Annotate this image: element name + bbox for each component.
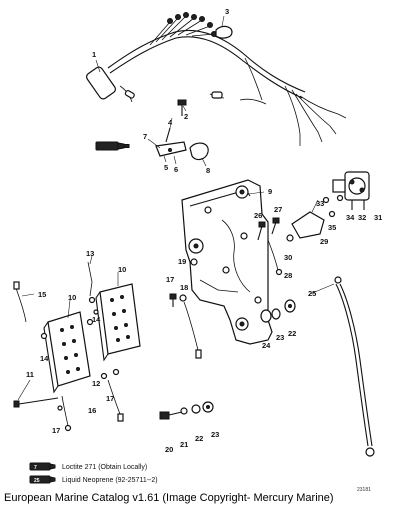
callout-number: 30	[284, 253, 292, 262]
callout-number: 22	[288, 329, 296, 338]
callout-number: 7	[143, 132, 147, 141]
callout-number: 6	[174, 165, 178, 174]
callout-number: 10	[68, 293, 76, 302]
callout-number: 23	[211, 430, 219, 439]
clip	[215, 25, 233, 39]
callout-number: 4	[168, 118, 173, 127]
long-bolt	[13, 397, 59, 408]
figure-code: 23181	[357, 487, 371, 493]
callout-number: 2	[184, 112, 188, 121]
clamp-assembly	[155, 127, 187, 157]
small-bracket	[291, 211, 325, 239]
lower-leads	[57, 368, 124, 432]
callout-number: 31	[374, 213, 382, 222]
switch-box-left	[43, 311, 91, 394]
ground-wire	[267, 239, 279, 271]
bracket-screws	[257, 217, 280, 241]
callout-number: 22	[195, 434, 203, 443]
callout-number: 14	[40, 354, 49, 363]
solenoid-hardware	[322, 194, 365, 218]
callout-number: 24	[262, 341, 271, 350]
callout-number: 32	[358, 213, 366, 222]
callout-number: 23	[276, 333, 284, 342]
callout-number: 8	[206, 166, 210, 175]
callout-number: 14	[92, 315, 101, 324]
callout-number: 1	[92, 50, 96, 59]
module-hardware	[40, 261, 99, 340]
legend-tube-label: 7	[34, 465, 37, 471]
callout-number: 25	[308, 289, 316, 298]
solenoid	[332, 171, 370, 201]
callout-number: 35	[328, 223, 336, 232]
legend-text: Liquid Neoprene (92-25711--2)	[62, 477, 158, 484]
switch-box-right	[95, 283, 141, 362]
legend-item-loctite: 7 Loctite 271 (Obtain Locally)	[29, 462, 147, 471]
lower-bolt-stack	[159, 401, 214, 420]
callout-number: 28	[284, 271, 292, 280]
screw	[177, 99, 187, 116]
loctite-tube	[95, 141, 130, 151]
legend-text: Loctite 271 (Obtain Locally)	[62, 464, 147, 471]
lead-15	[13, 281, 27, 323]
callout-number: 18	[180, 283, 188, 292]
callout-number: 17	[106, 394, 114, 403]
callout-number: 33	[316, 199, 324, 208]
exploded-parts-diagram: 1 2 3 4 5 6 7 8 9 10 10 11 12 13 14 14 1…	[13, 7, 382, 484]
callout-number: 17	[52, 426, 60, 435]
bushing-washers	[260, 299, 296, 323]
battery-cable	[334, 276, 375, 457]
callout-number: 20	[165, 445, 173, 454]
callout-number: 29	[320, 237, 328, 246]
callout-number: 19	[178, 257, 186, 266]
callout-number: 21	[180, 440, 188, 449]
callout-number: 10	[118, 265, 126, 274]
image-caption: European Marine Catalog v1.61 (Image Cop…	[4, 492, 334, 504]
wiring-harness	[85, 12, 347, 146]
legend-item-neoprene: 25 Liquid Neoprene (92-25711--2)	[29, 475, 158, 484]
legend: 7 Loctite 271 (Obtain Locally) 25 Liquid…	[29, 462, 158, 484]
callout-number: 27	[274, 205, 282, 214]
leader-lines	[17, 15, 335, 401]
screw-17-upper	[169, 293, 177, 307]
callout-number: 17	[166, 275, 174, 284]
nut	[190, 258, 198, 266]
callout-number: 12	[92, 379, 100, 388]
legend-tube-label: 25	[34, 478, 40, 484]
callout-number: 3	[225, 7, 229, 16]
callout-number: 9	[268, 187, 272, 196]
callout-numbers: 1 2 3 4 5 6 7 8 9 10 10 11 12 13 14 14 1…	[26, 7, 382, 454]
callout-number: 34	[346, 213, 355, 222]
callout-number: 5	[164, 163, 168, 172]
cable-clip	[189, 142, 209, 161]
callout-number: 16	[88, 406, 96, 415]
callout-number: 13	[86, 249, 94, 258]
wire-lead	[179, 294, 202, 359]
callout-number: 26	[254, 211, 262, 220]
mounting-bracket	[181, 179, 273, 345]
callout-number: 11	[26, 370, 34, 379]
callout-number: 15	[38, 290, 46, 299]
